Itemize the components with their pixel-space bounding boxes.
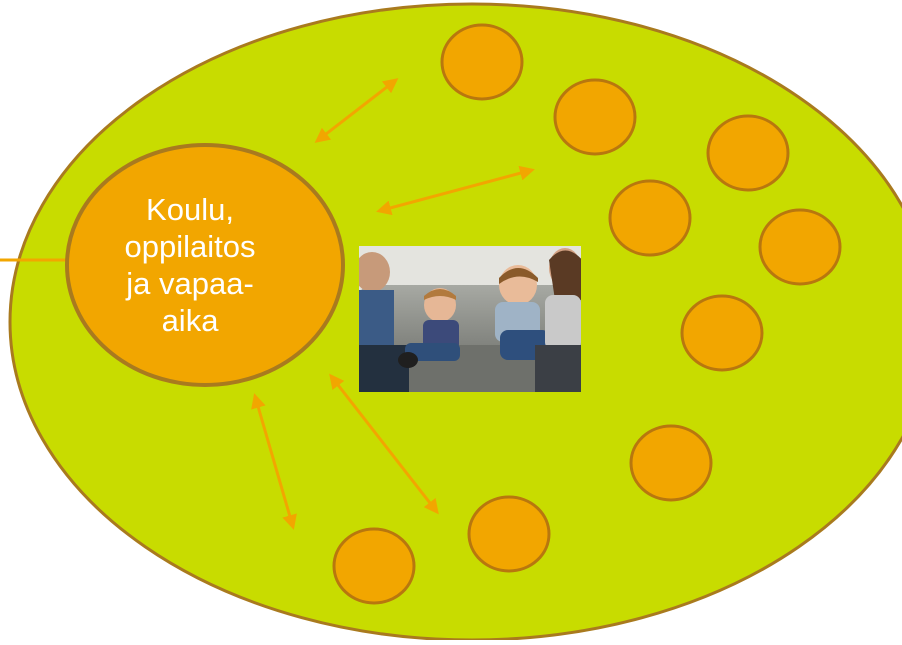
- arrows: [251, 78, 535, 530]
- satellite-node: [758, 208, 842, 286]
- center-node: [65, 143, 345, 387]
- satellite-node: [467, 495, 551, 573]
- double-arrow: [329, 373, 439, 515]
- family-photo: [359, 246, 581, 392]
- satellite-node: [680, 294, 764, 372]
- satellite-nodes: [332, 23, 842, 605]
- satellite-node: [440, 23, 524, 101]
- double-arrow: [314, 78, 399, 143]
- satellite-node: [629, 424, 713, 502]
- satellite-node: [553, 78, 637, 156]
- satellite-node: [332, 527, 416, 605]
- double-arrow: [376, 165, 535, 216]
- double-arrow: [251, 393, 297, 530]
- satellite-node: [608, 179, 692, 257]
- satellite-node: [706, 114, 790, 192]
